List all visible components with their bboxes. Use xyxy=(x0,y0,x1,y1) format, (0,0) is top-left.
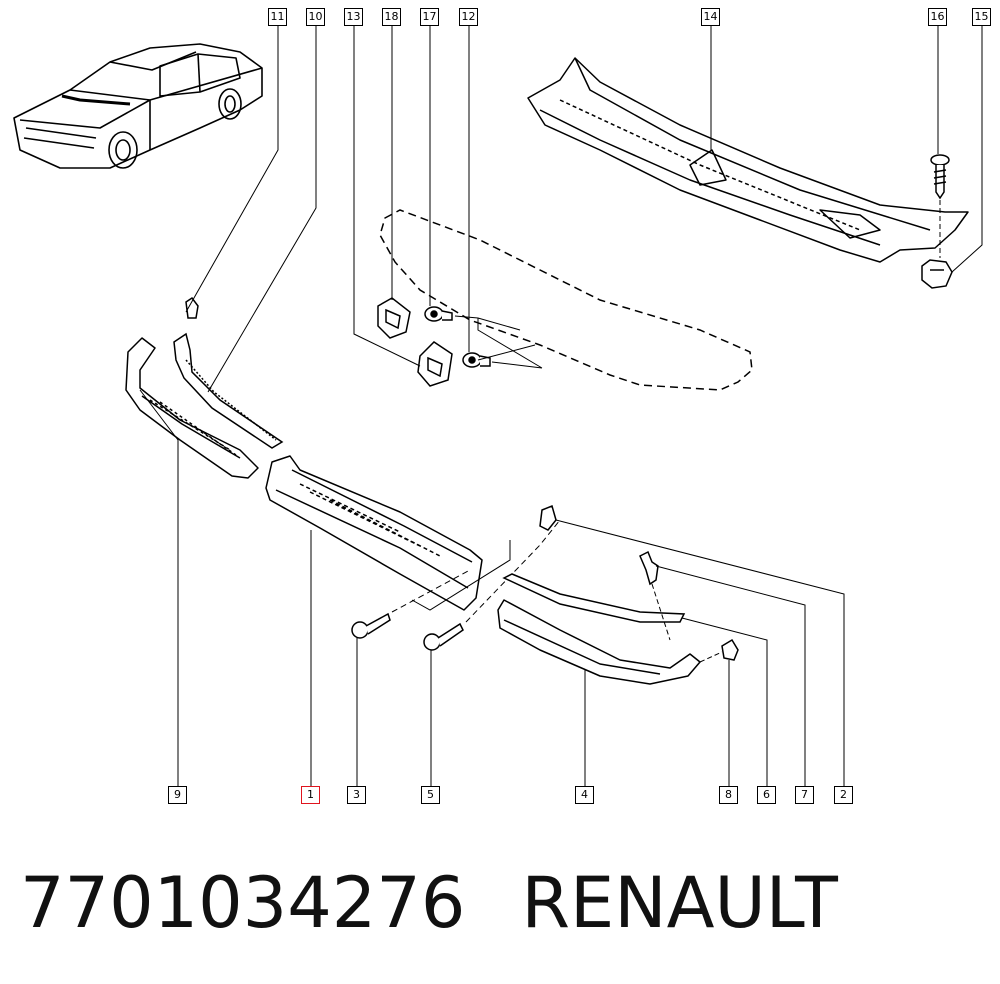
callout-13[interactable]: 13 xyxy=(344,8,363,26)
screw-guide-lines xyxy=(391,519,561,623)
right-molding-part-6 xyxy=(502,573,686,623)
part-info-footer: 7701034276 RENAULT xyxy=(20,858,838,948)
callout-5[interactable]: 5 xyxy=(421,786,440,804)
reference-car-illustration xyxy=(13,43,263,169)
callout-6[interactable]: 6 xyxy=(757,786,776,804)
clip-7-guide xyxy=(651,583,671,641)
part-number: 7701034276 xyxy=(20,862,466,944)
callout-2[interactable]: 2 xyxy=(834,786,853,804)
callout-11[interactable]: 11 xyxy=(268,8,287,26)
center-grille-part-1 xyxy=(265,455,483,611)
clip-part-8 xyxy=(721,638,739,661)
callout-9[interactable]: 9 xyxy=(168,786,187,804)
screw-part-16 xyxy=(930,154,950,200)
callout-16[interactable]: 16 xyxy=(928,8,947,26)
callout-4[interactable]: 4 xyxy=(575,786,594,804)
fastener-guide-lines xyxy=(454,315,543,369)
callout-1-selected[interactable]: 1 xyxy=(301,786,320,804)
left-molding-part-10 xyxy=(173,332,284,449)
parts-diagram xyxy=(13,26,983,786)
left-grille-part-9 xyxy=(125,337,259,479)
bulkhead-outline xyxy=(379,209,753,391)
clip-part-13 xyxy=(417,341,453,387)
clip-part-18 xyxy=(377,297,411,339)
nut-part-12 xyxy=(462,352,491,368)
clip-part-11 xyxy=(185,296,199,319)
screw-part-3 xyxy=(351,612,391,639)
clip-part-2 xyxy=(539,504,557,531)
callout-7[interactable]: 7 xyxy=(795,786,814,804)
clip-part-7 xyxy=(639,550,659,586)
callout-14[interactable]: 14 xyxy=(701,8,720,26)
nut-part-17 xyxy=(424,306,453,322)
clip-8-guide xyxy=(699,651,723,663)
brand-name: RENAULT xyxy=(521,862,838,944)
callout-17[interactable]: 17 xyxy=(420,8,439,26)
callout-18[interactable]: 18 xyxy=(382,8,401,26)
callout-12[interactable]: 12 xyxy=(459,8,478,26)
cowl-panel-part-14 xyxy=(527,57,969,263)
callout-10[interactable]: 10 xyxy=(306,8,325,26)
center-grille-bracket-lines xyxy=(411,540,511,611)
screw-part-5 xyxy=(423,622,464,651)
clip-part-15 xyxy=(921,259,953,289)
callout-15[interactable]: 15 xyxy=(972,8,991,26)
callout-3[interactable]: 3 xyxy=(347,786,366,804)
callout-8[interactable]: 8 xyxy=(719,786,738,804)
leader-lines xyxy=(139,26,983,786)
